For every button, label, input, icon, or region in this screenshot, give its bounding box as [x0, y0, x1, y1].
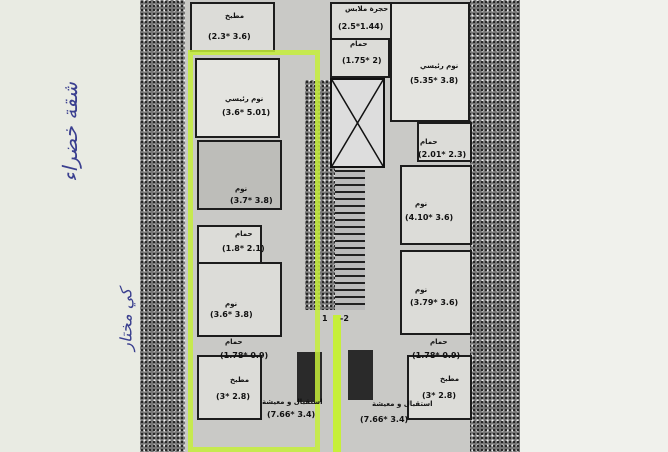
elevator-shaft	[330, 78, 385, 168]
room-dimensions: (3.6* 3.8)	[210, 310, 253, 319]
room-bedroom-2-right	[400, 250, 472, 335]
room-name: حمام	[235, 230, 253, 238]
room-name: استقبال و معيشة	[372, 400, 433, 408]
left-granite-border	[140, 0, 188, 452]
room-kitchen-left	[197, 355, 262, 420]
room-master-bedroom-right	[390, 2, 470, 122]
room-name: نوم رئيسي	[420, 62, 459, 70]
room-bedroom-2-left	[197, 262, 282, 337]
room-name: نوم رئيسي	[225, 95, 264, 103]
room-dimensions: (4.10* 3.6)	[405, 213, 454, 222]
room-kitchen-top-left	[190, 2, 275, 52]
room-dimensions: (5.35* 3.8)	[410, 76, 459, 85]
room-name: حمام	[350, 40, 368, 48]
divider-highlight	[333, 315, 341, 452]
room-dimensions: (1.78* 0.9)	[220, 351, 269, 360]
marker-2: -2	[340, 314, 349, 323]
handwritten-note: شقة خضراء	[57, 82, 82, 182]
floor-plan	[185, 0, 472, 452]
room-name: حمام	[430, 338, 448, 346]
room-name: نوم	[225, 300, 238, 308]
room-dimensions: (1.8* 2.1)	[222, 244, 265, 253]
handwritten-note-2: كي مختار	[116, 288, 136, 351]
room-bedroom-left	[197, 140, 282, 210]
room-dimensions: (1.78* 0.9)	[412, 351, 461, 360]
room-bedroom-right	[400, 165, 472, 245]
room-dimensions: (7.66* 3.4)	[360, 415, 409, 424]
room-kitchen-right	[407, 355, 472, 420]
room-dimensions: (2.5*1.44)	[338, 22, 384, 31]
room-dimensions: (3.6* 5.01)	[222, 108, 271, 117]
room-dimensions: (3.7* 3.8)	[230, 196, 273, 205]
room-dimensions: (3* 2.8)	[422, 391, 457, 400]
room-name: حمام	[420, 138, 438, 146]
room-name: نوم	[415, 286, 428, 294]
marker-1: 1	[322, 314, 328, 323]
room-name: حجرة ملابس	[345, 5, 389, 13]
room-dimensions: (2.3* 3.6)	[208, 32, 251, 41]
room-name: حمام	[225, 338, 243, 346]
left-unit-highlight	[188, 50, 320, 452]
room-dimensions: (2.01* 2.3)	[418, 150, 467, 159]
room-dimensions: (1.75* 2)	[342, 56, 382, 65]
paper-right-margin	[520, 0, 668, 452]
room-bath-right	[330, 38, 390, 78]
room-name: مطبخ	[440, 375, 460, 383]
room-bath-2-right	[417, 122, 472, 162]
room-name: نوم	[235, 185, 248, 193]
room-dimensions: (7.66* 3.4)	[267, 410, 316, 419]
room-name: استقبال و معيشة	[262, 398, 323, 406]
room-name: مطبخ	[230, 376, 250, 384]
room-dimensions: (3* 2.8)	[216, 392, 251, 401]
staircase	[335, 170, 365, 310]
room-name: مطبخ	[225, 12, 245, 20]
right-granite-border	[468, 0, 520, 452]
room-name: نوم	[415, 200, 428, 208]
room-bath-left	[197, 225, 262, 265]
dining-table-right	[348, 350, 373, 400]
room-master-bedroom-left	[195, 58, 280, 138]
room-dimensions: (3.79* 3.6)	[410, 298, 459, 307]
shaft-cross-icon	[331, 79, 384, 167]
